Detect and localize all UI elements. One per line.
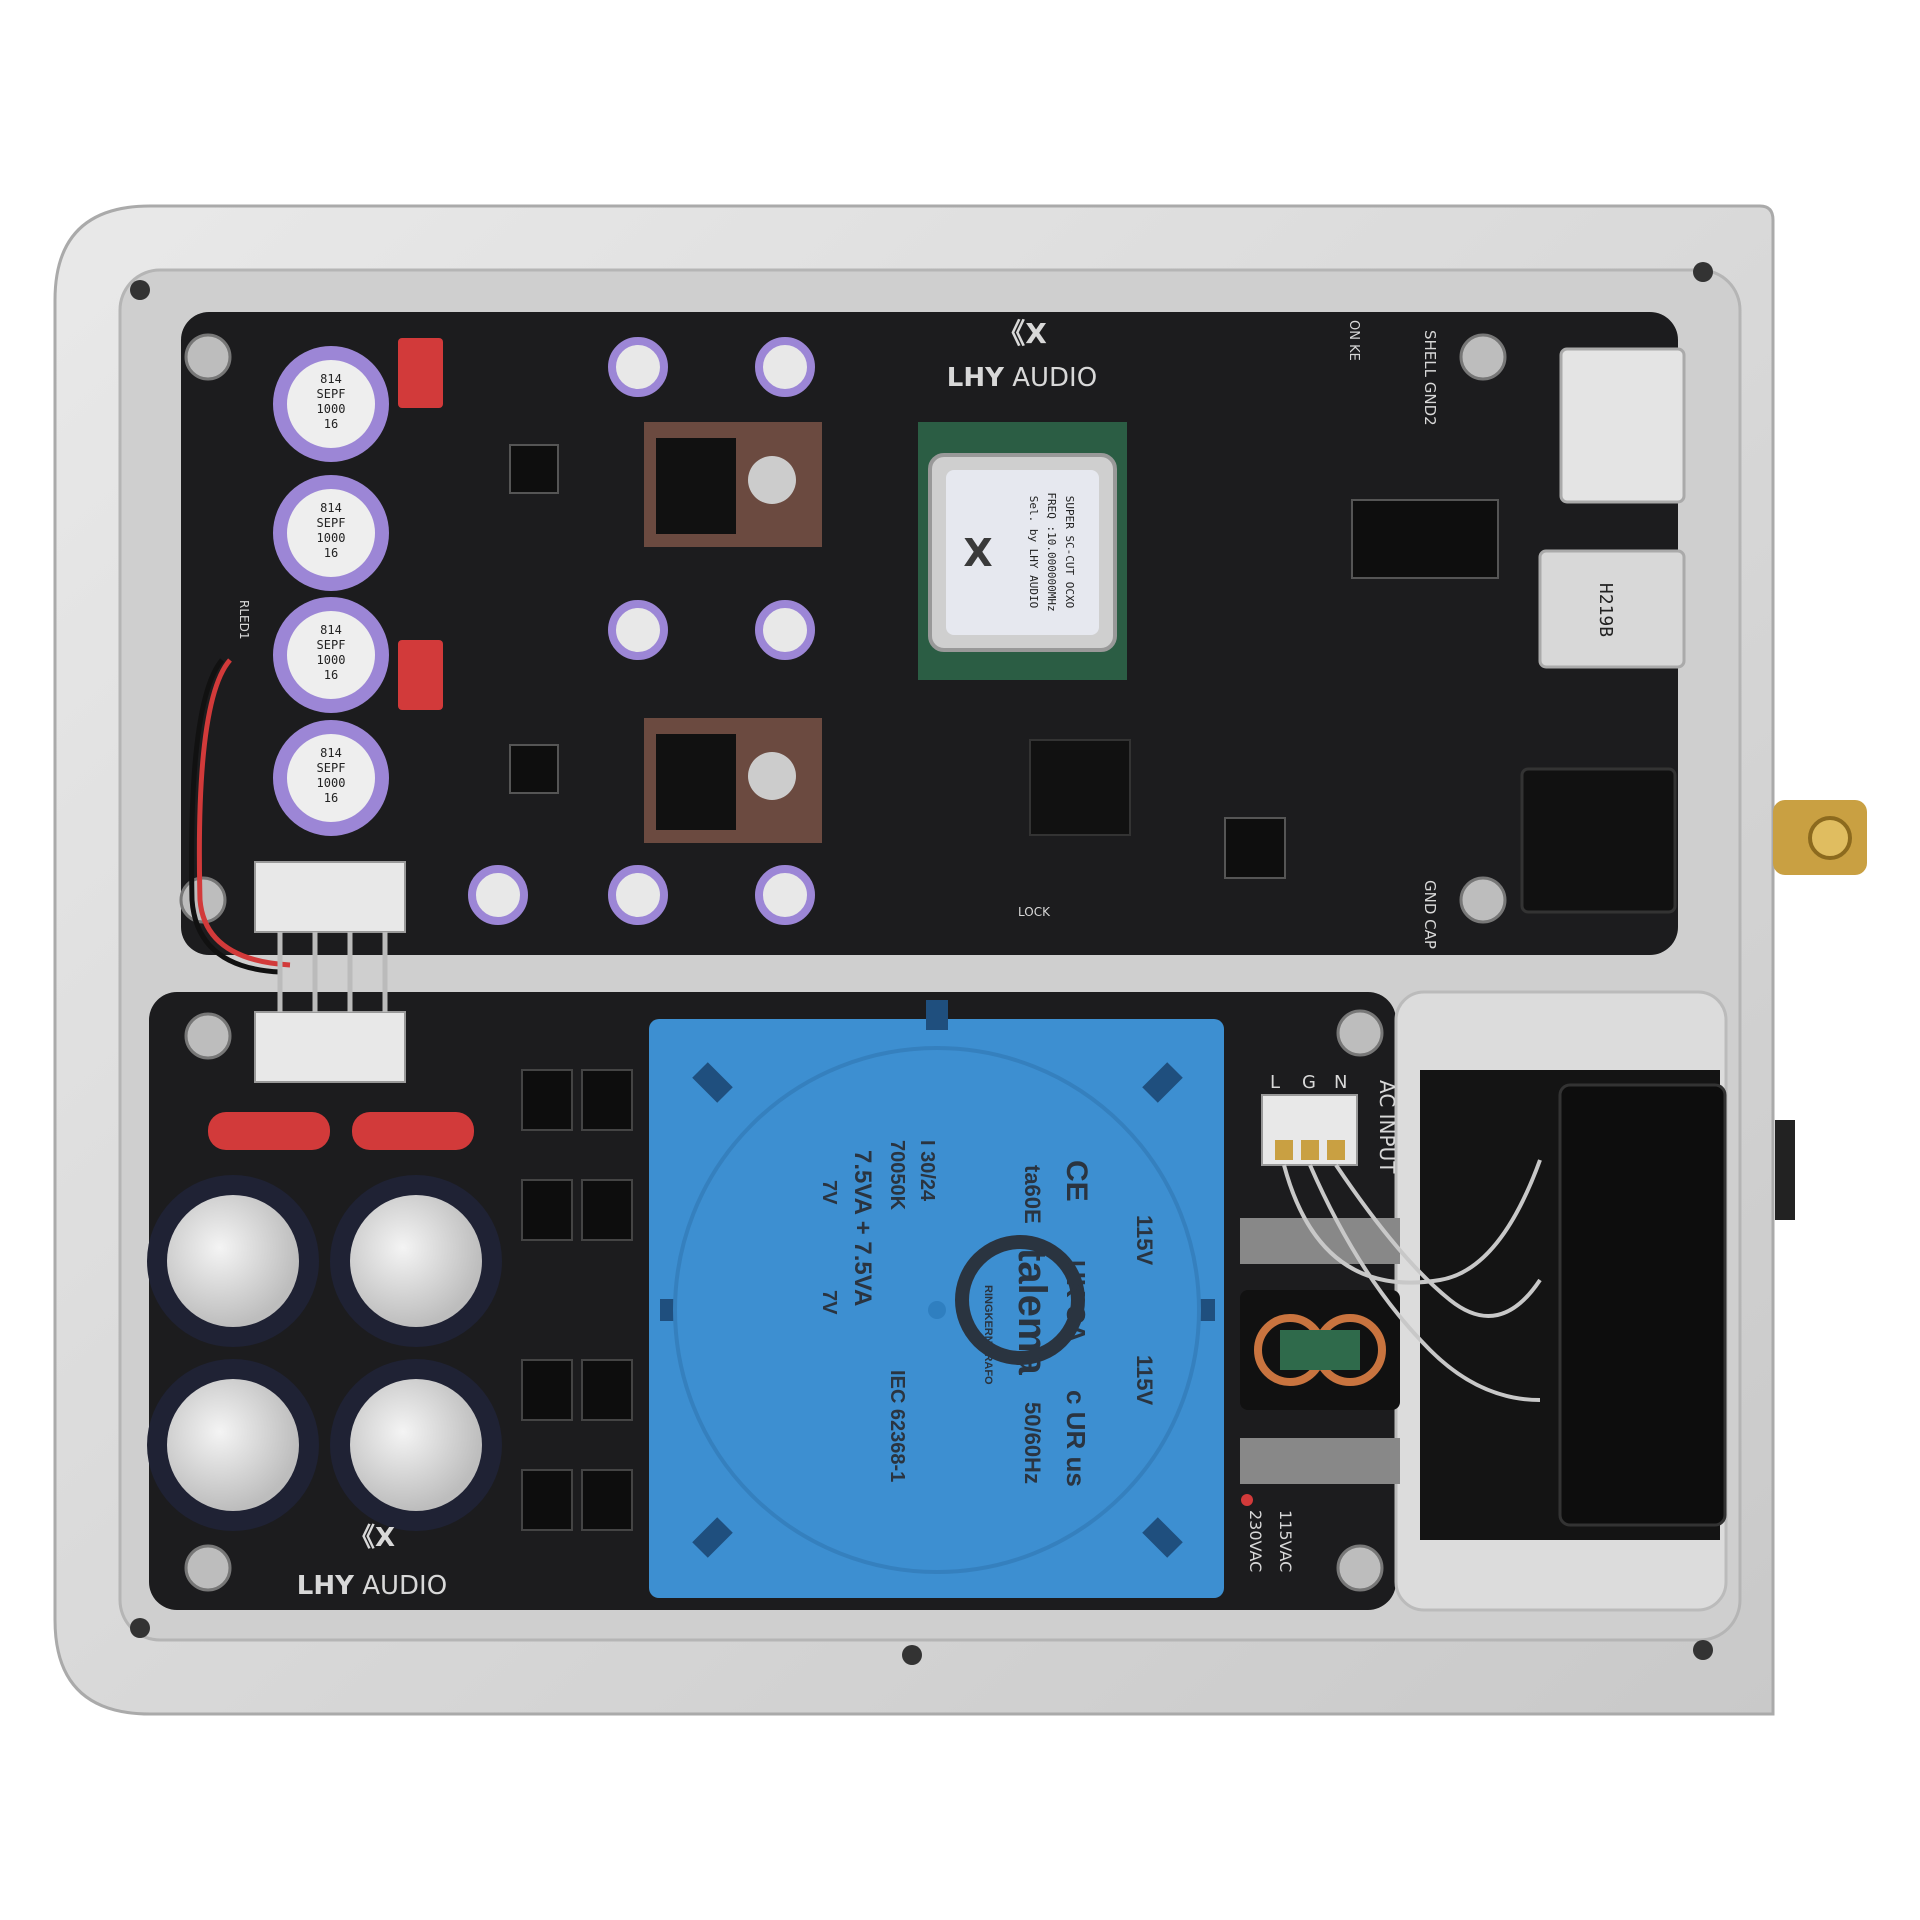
electrolytic-capacitors-purple: 814 SEPF 1000 16 814 SEPF 1000 16 814 SE… [273,346,389,836]
ring-text: RINGKERN TRAFO [982,1285,994,1385]
ics [509,444,1499,879]
svg-text:SEPF: SEPF [317,387,346,401]
secondary-v1: 7V [818,1180,840,1205]
ukca-mark: UK CA [1061,1260,1091,1343]
svg-text:1000: 1000 [317,531,346,545]
talema-brand: talema [1010,1248,1054,1375]
secondary-v2: 7V [818,1290,840,1315]
svg-text:1000: 1000 [317,653,346,667]
lhy-audio-logo-bottom: 《X LHY AUDIO [297,1523,447,1601]
on-ke-label: ON KE [1346,320,1361,361]
svg-text:16: 16 [324,791,338,805]
svg-text:SEPF: SEPF [317,761,346,775]
toroidal-transformer: CE UK CA c UR us ta60E talema 50/60Hz RI… [649,1000,1224,1598]
small-capacitors [468,337,815,925]
ocxo-oscillator: SUPER SC-CUT OCXO FREQ :10.000000MHz Sel… [918,422,1127,680]
ocxo-label-3: Sel. by LHY AUDIO [1027,496,1040,609]
capacitor-2: 814 SEPF 1000 16 [273,475,389,591]
primary-1: 115V [1132,1215,1157,1265]
filter-capacitors [147,1175,502,1531]
rled-label: RLED1 [237,600,251,639]
ur-mark: c UR us [1061,1390,1091,1487]
lock-label: LOCK [1018,905,1051,919]
capacitor-1: 814 SEPF 1000 16 [273,346,389,462]
rectifier-diodes [521,1069,633,1531]
primary-2: 115V [1132,1355,1157,1405]
ocxo-label-2: FREQ :10.000000MHz [1045,492,1058,611]
model-text: ta60E [1020,1165,1045,1224]
usb-ports[interactable]: H219B [1538,347,1686,669]
red-film-capacitors [208,338,474,1150]
optical-port[interactable] [1520,767,1677,914]
capacitor-3: 814 SEPF 1000 16 [273,597,389,713]
svg-text:H219B: H219B [1595,583,1616,637]
heatsink [1029,739,1131,836]
ce-mark: CE [1060,1160,1093,1202]
iec-power-inlet[interactable] [1420,1070,1795,1540]
secondary-rating: 7.5VA + 7.5VA [849,1150,876,1306]
pcb-screws [179,333,1507,1592]
gnd-cap-label: GND CAP [1421,880,1439,949]
pin-label-l: L [1270,1072,1280,1093]
capacitor-4: 814 SEPF 1000 16 [273,720,389,836]
svg-text:1000: 1000 [317,776,346,790]
pin-label-n: N [1334,1072,1347,1093]
svg-text:16: 16 [324,546,338,560]
chassis-screw-holes [130,262,1713,1665]
ocxo-logo-icon: X [963,531,992,575]
svg-text:LHY AUDIO: LHY AUDIO [297,1571,447,1601]
230vac-label: 230VAC [1246,1510,1265,1572]
svg-text:LHY AUDIO: LHY AUDIO [947,363,1097,393]
ac-input-connector [1261,1094,1358,1166]
svg-text:《X: 《X [997,317,1047,350]
voltage-regulators [644,422,822,843]
date-code: I 30/24 [916,1140,938,1202]
svg-text:16: 16 [324,417,338,431]
svg-text:16: 16 [324,668,338,682]
svg-text:814: 814 [320,501,342,515]
ocxo-label-1: SUPER SC-CUT OCXO [1063,496,1076,609]
svg-text:SEPF: SEPF [317,638,346,652]
board-to-board-connectors [254,861,406,1083]
115vac-label: 115VAC [1276,1510,1295,1572]
shell-gnd-label: SHELL GND2 [1421,330,1439,426]
svg-text:SEPF: SEPF [317,516,346,530]
pin-label-g: G [1302,1072,1316,1093]
part-number: 70050K [886,1140,908,1211]
common-mode-choke [1240,1290,1400,1410]
ac-wires [1282,1159,1542,1402]
ac-input-label: AC INPUT [1375,1080,1399,1174]
bnc-connector[interactable] [1773,800,1867,875]
svg-text:814: 814 [320,623,342,637]
svg-text:1000: 1000 [317,402,346,416]
svg-text:814: 814 [320,746,342,760]
freq-text: 50/60Hz [1020,1402,1045,1484]
led-wires [189,658,291,975]
lhy-audio-logo-top: 《X LHY AUDIO [947,317,1097,393]
svg-text:814: 814 [320,372,342,386]
voltage-indicator-dot [1241,1494,1253,1506]
iec-standard: IEC 62368-1 [886,1370,908,1482]
svg-text:《X: 《X [349,1523,395,1553]
